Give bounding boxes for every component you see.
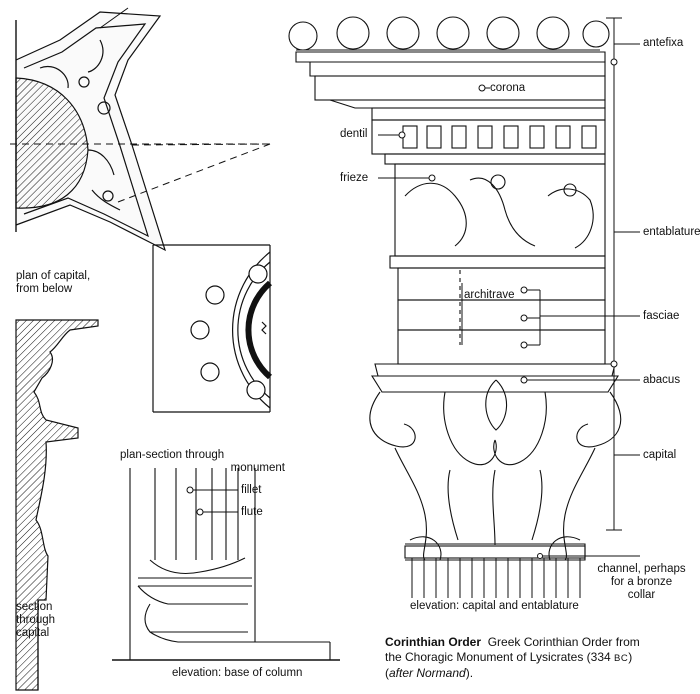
label-plan-capital-line1: plan of capital, (16, 270, 91, 282)
label-channel: channel, perhaps for a bronze collar (583, 563, 700, 602)
dimension-lines (186, 17, 640, 559)
label-entablature: entablature (643, 226, 700, 238)
label-fasciae: fasciae (643, 310, 680, 322)
label-corona: corona (490, 82, 526, 94)
label-section-line1: section (16, 601, 53, 613)
label-plan-section-line1: plan-section through (120, 449, 225, 461)
label-abacus: abacus (643, 374, 681, 386)
label-flute: flute (241, 506, 263, 518)
figure-caption: Corinthian Order Greek Corinthian Order … (385, 635, 695, 681)
plan-of-capital-drawing (10, 7, 271, 252)
label-dentil: dentil (340, 128, 368, 140)
caption-line1: Greek Corinthian Order from (487, 635, 640, 649)
entablature-drawing (288, 16, 622, 598)
caption-title: Corinthian Order (385, 635, 482, 649)
label-plan-section-line2: monument (230, 462, 285, 474)
label-architrave: architrave (464, 289, 515, 301)
label-section-line2: through (16, 614, 56, 626)
label-channel-line2: for a bronze (610, 576, 673, 588)
label-elevation-base: elevation: base of column (172, 667, 303, 679)
caption-line3-end: ). (465, 666, 474, 680)
plan-section-drawing (152, 244, 272, 413)
caption-line3-italic: after Normand (389, 666, 466, 680)
base-of-column-drawing (112, 468, 340, 661)
caption-bc: BC (614, 653, 629, 664)
label-section-capital: section through capital (16, 601, 55, 640)
label-capital: capital (643, 449, 677, 461)
label-plan-capital-line2: from below (16, 283, 73, 295)
caption-line2-end: ) (628, 650, 633, 664)
label-elevation-capital: elevation: capital and entablature (410, 600, 579, 612)
label-channel-line1: channel, perhaps (597, 563, 686, 575)
label-fillet: fillet (241, 484, 262, 496)
label-section-line3: capital (16, 627, 50, 639)
label-plan-section: plan-section through monument (120, 449, 285, 475)
caption-line3-open: ( (385, 666, 389, 680)
label-plan-capital: plan of capital, from below (16, 270, 90, 296)
antefixa-row (288, 16, 610, 51)
label-frieze: frieze (340, 172, 369, 184)
section-through-capital-drawing (15, 319, 99, 691)
caption-line2: the Choragic Monument of Lysicrates (334 (385, 650, 615, 664)
label-antefixa: antefixa (643, 37, 684, 49)
label-channel-line3: collar (627, 589, 656, 601)
